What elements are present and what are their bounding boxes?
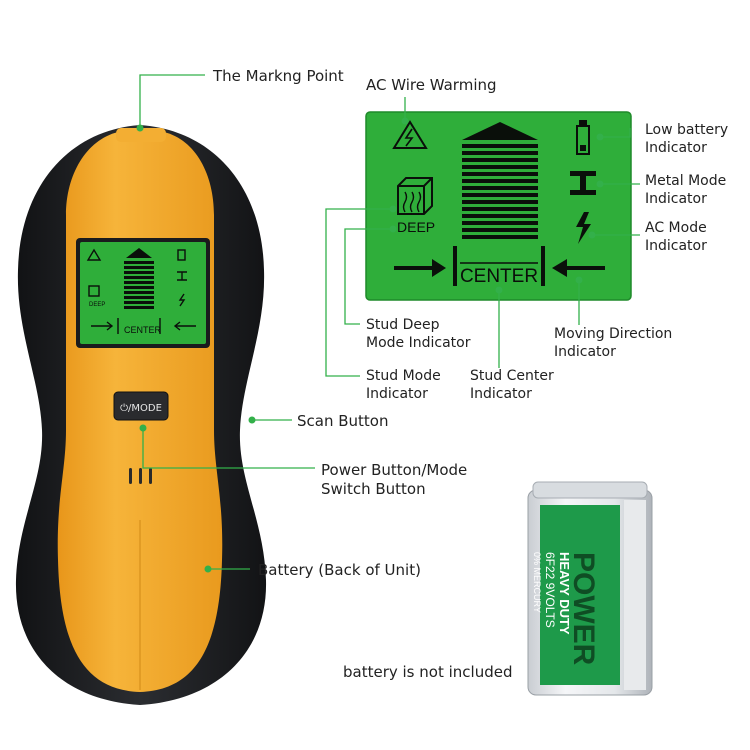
lcd-center-right-bar xyxy=(541,246,545,286)
device-lcd-icons xyxy=(86,248,196,334)
callout-ac-wire-warning: AC Wire Warming xyxy=(366,76,497,94)
stud-finder-device: DEEP CENTER ⏻/MODE xyxy=(15,125,267,705)
lcd-center-text: CENTER xyxy=(460,266,538,287)
nine-volt-battery: POWER HEAVY DUTY 6F22 9VOLTS 0% MERCURY xyxy=(527,481,653,696)
callout-battery-back: Battery (Back of Unit) xyxy=(258,561,421,579)
device-lcd-deep: DEEP xyxy=(89,302,105,308)
speaker-slots xyxy=(129,468,152,484)
stud-mode-icon xyxy=(397,177,433,215)
device-lcd-bar xyxy=(124,248,154,309)
lcd-display-closeup: DEEP CENTER xyxy=(365,111,632,301)
device-lcd-center: CENTER xyxy=(124,325,162,335)
battery-heavy-duty: HEAVY DUTY xyxy=(557,552,572,635)
battery-green-band xyxy=(540,505,620,685)
lcd-deep-text: DEEP xyxy=(397,219,435,235)
battery-voltage: 6F22 9VOLTS xyxy=(543,552,557,628)
leader-dots xyxy=(136,117,604,573)
leader-lines xyxy=(139,74,640,570)
lcd-signal-bar xyxy=(462,122,538,239)
metal-mode-icon xyxy=(570,171,596,195)
battery-mercury: 0% MERCURY xyxy=(532,552,542,613)
low-battery-icon xyxy=(576,120,590,155)
battery-top xyxy=(532,481,648,499)
ac-mode-icon xyxy=(576,212,591,244)
moving-direction-right-arrow xyxy=(552,259,605,277)
power-mode-button-label: ⏻/MODE xyxy=(120,403,162,414)
moving-direction-left-arrow xyxy=(394,259,446,277)
lcd-center-left-bar xyxy=(453,246,457,286)
marking-point-nub xyxy=(116,128,166,142)
callout-marking-point: The Markng Point xyxy=(213,67,344,85)
power-mode-button[interactable] xyxy=(113,391,169,421)
battery-brand: POWER xyxy=(567,552,600,666)
callout-battery-not-included: battery is not included xyxy=(343,663,513,681)
battery-side-band xyxy=(624,500,646,690)
ac-wire-warning-icon xyxy=(392,120,428,149)
callout-scan-button: Scan Button xyxy=(297,412,389,430)
